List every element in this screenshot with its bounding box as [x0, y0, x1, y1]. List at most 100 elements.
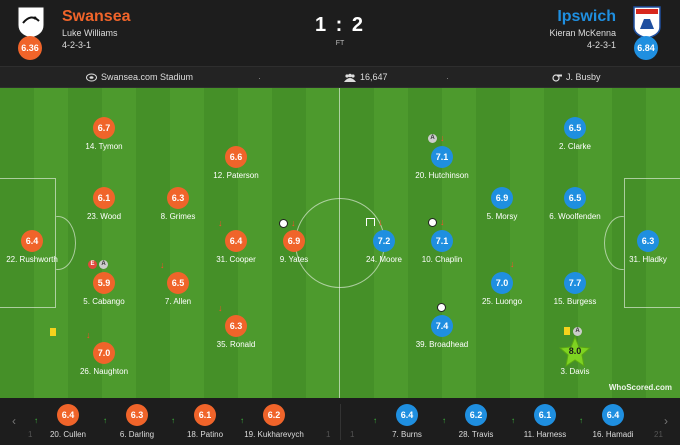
assist-icon: A — [428, 134, 437, 143]
player-name: Travis — [471, 430, 494, 439]
player-name: Allen — [173, 297, 192, 306]
player-name: Paterson — [226, 171, 259, 180]
player-name: Luongo — [495, 297, 523, 306]
sub-on-icon: ↑ — [373, 416, 377, 425]
home-player[interactable]: ↓ 7.0 26. Naughton — [50, 328, 144, 382]
away-player[interactable]: 6.3 31. Hladky — [608, 230, 680, 270]
player-number: 12. — [213, 171, 225, 180]
player-rating: 6.5 — [564, 187, 586, 209]
separator-dot: · — [446, 73, 449, 83]
bench-divider — [340, 404, 341, 440]
home-player[interactable]: 6.3 8. Grimes — [138, 187, 218, 227]
sub-off-icon: ↓ — [378, 217, 383, 227]
home-sub[interactable]: 6.2 ↑ 19. Kukharevych — [234, 402, 314, 442]
player-rating: 7.4 — [431, 315, 453, 337]
away-player[interactable]: 6.5 6. Woolfenden — [535, 187, 615, 227]
sub-off-icon: ↓ — [440, 133, 445, 143]
away-sub[interactable]: 6.4 ↑ 7. Burns — [367, 402, 447, 442]
substitutes-bar: ‹ 1 6.4 ↑ 20. Cullen 6.3 ↑ 6. Darling 6.… — [0, 398, 680, 445]
away-team-name[interactable]: Ipswich — [557, 8, 616, 25]
match-header: 6.36 Swansea Luke Williams 4-2-3-1 1 : 2… — [0, 0, 680, 66]
away-player[interactable]: ↓ 7.0 25. Luongo — [462, 260, 542, 312]
player-number: 18. — [186, 430, 199, 439]
home-player[interactable]: 6.7 14. Tymon — [64, 117, 144, 157]
home-player[interactable]: 6.4 22. Rushworth — [0, 230, 72, 270]
player-number: 5. — [486, 212, 494, 221]
player-number: 10. — [421, 255, 433, 264]
home-sub[interactable]: 6.4 ↑ 20. Cullen — [28, 402, 108, 442]
home-team-name[interactable]: Swansea — [62, 8, 131, 25]
away-player[interactable]: 7.7 15. Burgess — [535, 272, 615, 312]
player-name: Yates — [288, 255, 309, 264]
stadium-info: Swansea.com Stadium — [86, 72, 193, 82]
away-sub[interactable]: 6.4 ↑ 16. Hamadi — [573, 402, 653, 442]
player-rating: 7.1 — [431, 146, 453, 168]
player-rating: 7.0 — [491, 272, 513, 294]
player-number: 6. — [119, 430, 127, 439]
player-rating: 6.5 — [564, 117, 586, 139]
home-player[interactable]: ↓ 6.5 7. Allen — [138, 261, 218, 312]
bench-next-arrow-icon[interactable]: › — [664, 414, 668, 428]
home-manager: Luke Williams — [62, 28, 118, 38]
away-player[interactable]: 7.4 39. Broadhead — [402, 303, 482, 355]
home-player[interactable]: 6.1 23. Wood — [64, 187, 144, 227]
home-sub[interactable]: 6.3 ↑ 6. Darling — [97, 402, 177, 442]
player-number: 14. — [85, 142, 97, 151]
player-number: 31. — [216, 255, 228, 264]
away-manager: Kieran McKenna — [549, 28, 616, 38]
player-name: Burgess — [567, 297, 597, 306]
player-rating: 6.3 — [637, 230, 659, 252]
bench-prev-arrow-icon[interactable]: ‹ — [12, 414, 16, 428]
away-sub[interactable]: 6.2 ↑ 28. Travis — [436, 402, 516, 442]
away-player[interactable]: 6.9 5. Morsy — [462, 187, 542, 227]
player-name: Moore — [379, 255, 403, 264]
sub-on-icon: ↑ — [171, 416, 175, 425]
yellow-card-icon — [564, 327, 570, 335]
away-player[interactable]: A ↓ 7.1 20. Hutchinson — [402, 134, 482, 186]
away-sub[interactable]: 6.1 ↑ 11. Harness — [505, 402, 585, 442]
pitch: 6.7 14. Tymon 6.6 12. Paterson 6.1 23. W… — [0, 88, 680, 398]
player-number: 9. — [279, 255, 287, 264]
sub-on-icon: ↑ — [511, 416, 515, 425]
player-rating: 6.3 — [167, 187, 189, 209]
home-player[interactable]: ↓ 6.4 31. Cooper — [196, 219, 276, 270]
player-name: Wood — [100, 212, 122, 221]
player-rating: 6.4 — [57, 404, 79, 426]
home-player[interactable]: ↓ 6.9 9. Yates — [254, 219, 334, 270]
player-rating: 6.3 — [225, 315, 247, 337]
player-rating: 6.7 — [93, 117, 115, 139]
player-number: 11. — [523, 430, 535, 439]
player-number: 28. — [458, 430, 470, 439]
bench-faded-number: 1 — [28, 430, 33, 439]
star-icon — [559, 336, 591, 368]
player-rating: 6.6 — [225, 146, 247, 168]
player-number: 31. — [629, 255, 641, 264]
home-sub[interactable]: 6.1 ↑ 18. Patino — [165, 402, 245, 442]
player-number: 26. — [79, 367, 92, 376]
attendance-value: 16,647 — [360, 72, 388, 82]
player-name: Morsy — [495, 212, 518, 221]
match-info-bar: Swansea.com Stadium · 16,647 · J. Busby — [0, 66, 680, 88]
crowd-icon — [344, 73, 356, 82]
ipswich-crest-icon — [633, 6, 661, 39]
player-number: 15. — [553, 297, 565, 306]
away-team-rating: 6.84 — [634, 36, 658, 60]
player-rating: 6.3 — [126, 404, 148, 426]
away-player[interactable]: 6.5 2. Clarke — [535, 117, 615, 157]
player-name: Clarke — [567, 142, 592, 151]
player-number: 7. — [392, 430, 399, 439]
attendance-info: 16,647 — [344, 72, 388, 82]
player-name: Broadhead — [429, 340, 469, 349]
away-player-man-of-the-match[interactable]: A 8.0 3. Davis — [535, 327, 615, 382]
home-player[interactable]: ↓ 6.3 35. Ronald — [196, 304, 276, 355]
player-rating: 7.7 — [564, 272, 586, 294]
match-status: FT — [335, 40, 345, 47]
home-player[interactable]: E A 5.9 5. Cabango — [64, 260, 144, 312]
home-player[interactable]: 6.6 12. Paterson — [196, 146, 276, 186]
player-name: Cabango — [92, 297, 125, 306]
assist-icon: A — [99, 260, 108, 269]
away-player[interactable]: ↓ 7.1 10. Chaplin — [402, 218, 482, 270]
sub-off-icon: ↓ — [291, 218, 296, 228]
away-player[interactable]: ↓ 7.2 24. Moore — [344, 218, 424, 270]
player-number: 19. — [244, 430, 256, 439]
